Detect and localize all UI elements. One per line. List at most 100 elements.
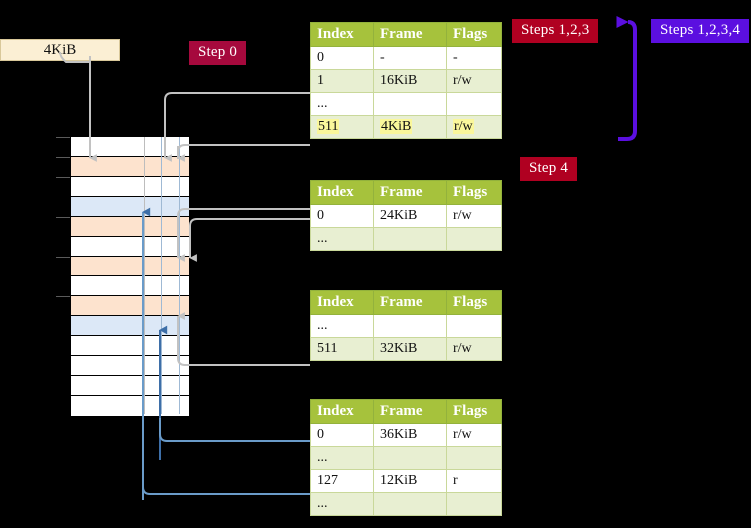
cell-frame: 4KiB xyxy=(373,115,447,139)
table-header-flags: Flags xyxy=(446,22,502,47)
cell-flags xyxy=(446,446,502,470)
memory-row-tick xyxy=(56,156,70,158)
cell-flags xyxy=(446,492,502,516)
connector-pt-row0-to-grid xyxy=(159,418,310,442)
table-header-index: Index xyxy=(310,180,374,205)
badge-step-0-label: Step 0 xyxy=(198,44,238,60)
memory-row xyxy=(71,236,189,257)
cell-flags: r xyxy=(446,469,502,493)
memory-grid xyxy=(56,136,190,416)
memory-row-tick xyxy=(56,137,70,138)
memory-row-tick xyxy=(56,296,70,298)
cell-frame: 36KiB xyxy=(373,423,447,447)
cell-index: ... xyxy=(310,446,374,470)
table-row: 0-- xyxy=(310,46,502,70)
memory-row-tick xyxy=(56,176,70,178)
memory-row xyxy=(56,296,189,317)
memory-row xyxy=(71,356,189,377)
cell-flags: r/w xyxy=(446,204,502,228)
connector-grid-to-pml4-row511 xyxy=(177,144,310,159)
connector-pd-row511-to-grid xyxy=(177,312,310,366)
cell-flags: r/w xyxy=(446,423,502,447)
cell-flags: r/w xyxy=(446,115,502,139)
memory-row-tick xyxy=(56,256,70,258)
table-row: ... xyxy=(310,92,502,116)
memory-row xyxy=(56,176,189,197)
table-row: 511 4KiB r/w xyxy=(310,115,502,139)
memory-row xyxy=(71,276,189,297)
cell-index: ... xyxy=(310,314,374,338)
cell-index: 511 xyxy=(310,337,374,361)
badge-step-4-label: Step 4 xyxy=(529,160,569,176)
badge-steps-123: Steps 1,2,3 xyxy=(512,19,599,43)
table-row: ... xyxy=(310,446,502,470)
cell-frame: 24KiB xyxy=(373,204,447,228)
badge-steps-1234: Steps 1,2,3,4 xyxy=(651,19,750,43)
connector-grid-to-pdp-row0 xyxy=(177,208,310,262)
memory-grid-divider xyxy=(161,137,162,414)
cell-frame xyxy=(373,446,447,470)
cell-index: ... xyxy=(310,92,374,116)
memory-grid-divider xyxy=(179,137,180,414)
size-box-label: 4KiB xyxy=(43,41,77,58)
cell-index: 0 xyxy=(310,46,374,70)
cell-flags: - xyxy=(446,46,502,70)
cell-highlight: r/w xyxy=(453,119,474,134)
memory-row-tick xyxy=(56,216,70,218)
cell-flags xyxy=(446,227,502,251)
cell-frame: 32KiB xyxy=(373,337,447,361)
cell-highlight: 511 xyxy=(317,119,340,134)
cell-index: ... xyxy=(310,227,374,251)
badge-step-0: Step 0 xyxy=(189,41,247,65)
badge-steps-1234-label: Steps 1,2,3,4 xyxy=(660,22,741,38)
connector-purple-loop xyxy=(616,15,637,141)
cell-flags: r/w xyxy=(446,69,502,93)
table-header-frame: Frame xyxy=(373,399,447,424)
cell-flags: r/w xyxy=(446,337,502,361)
table-header-index: Index xyxy=(310,290,374,315)
cell-index: 511 xyxy=(310,115,374,139)
cell-index: 127 xyxy=(310,469,374,493)
memory-row xyxy=(56,256,189,277)
cell-index: 0 xyxy=(310,204,374,228)
cell-index: 0 xyxy=(310,423,374,447)
memory-row xyxy=(71,376,189,397)
cell-frame xyxy=(373,227,447,251)
cell-frame xyxy=(373,92,447,116)
cell-frame xyxy=(373,492,447,516)
table-header-frame: Frame xyxy=(373,22,447,47)
cell-flags xyxy=(446,314,502,338)
table-header-frame: Frame xyxy=(373,290,447,315)
memory-row xyxy=(56,156,189,177)
table-row: ... xyxy=(310,227,502,251)
memory-row xyxy=(71,396,189,416)
connector-grid-branch-down xyxy=(189,218,310,262)
size-box-4kib: 4KiB xyxy=(0,39,120,61)
memory-grid-divider xyxy=(144,137,145,414)
table-row: ... xyxy=(310,492,502,516)
table-header-frame: Frame xyxy=(373,180,447,205)
memory-row xyxy=(71,196,189,217)
cell-index: ... xyxy=(310,492,374,516)
cell-flags xyxy=(446,92,502,116)
memory-row xyxy=(71,316,189,337)
cell-frame: - xyxy=(373,46,447,70)
table-header-flags: Flags xyxy=(446,399,502,424)
cell-index: 1 xyxy=(310,69,374,93)
memory-row xyxy=(56,137,189,157)
badge-step-4: Step 4 xyxy=(520,157,578,181)
table-header-index: Index xyxy=(310,22,374,47)
memory-row xyxy=(71,336,189,357)
memory-row xyxy=(56,216,189,237)
cell-highlight: 4KiB xyxy=(380,119,413,134)
